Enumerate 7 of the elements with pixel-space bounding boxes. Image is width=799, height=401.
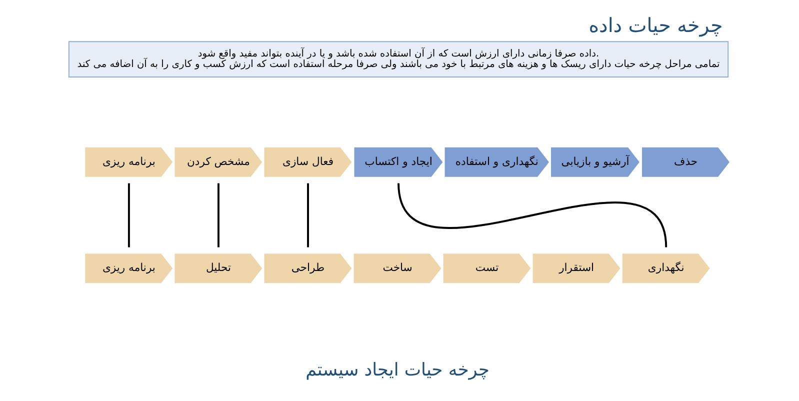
label: چرخه حیات ایجاد سیستم	[306, 360, 490, 381]
connector	[128, 183, 130, 248]
diagram-title: چرخه حیات داده	[588, 14, 723, 37]
connector	[217, 183, 220, 248]
connector	[307, 183, 309, 248]
node-box: داده صرفا زمانی دارای ارزش است که از آن استفاده شده باشد و یا در آینده بتواند مفید واقع شود. تمامی مراحل چرخه حیات دارای ریسک ها و هزینه های مرتبط با خود می باشند ولی صرفا مرحله استفاده است که ارزش کسب و کاری را به آن اضافه می کند	[68, 41, 729, 78]
connector	[398, 183, 668, 248]
